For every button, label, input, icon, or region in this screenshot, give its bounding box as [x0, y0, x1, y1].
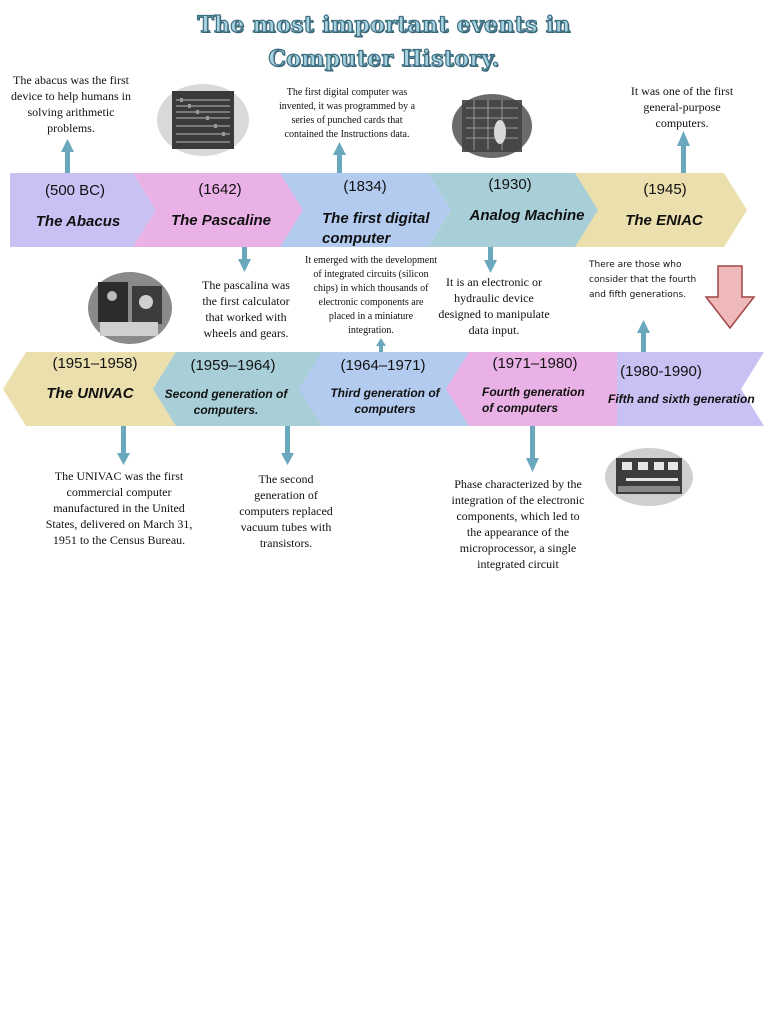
second-gen-desc: The second generation of computers repla…	[239, 472, 333, 550]
analog-name: Analog Machine	[469, 207, 585, 224]
analog-year: (1930)	[488, 176, 532, 193]
univac-name: The UNIVAC	[46, 385, 134, 402]
chevron-second-gen	[149, 352, 322, 426]
pascaline-desc: The pascalina was the first calculator t…	[202, 278, 290, 340]
chevron-fifth-gen	[591, 352, 764, 426]
third-gen-name: Third generation of computers	[320, 385, 450, 417]
analytical-engine-photo	[452, 94, 532, 158]
eniac-name: The ENIAC	[625, 212, 703, 229]
abacus-desc: The abacus was the first device to help …	[11, 73, 131, 135]
computer-lab-photo	[605, 448, 693, 506]
chevron-univac	[3, 352, 176, 426]
abacus-name: The Abacus	[35, 213, 121, 230]
page-title: The most important events in Computer Hi…	[0, 8, 768, 76]
title-line-1: The most important events in	[197, 11, 571, 38]
chevron-analog	[428, 173, 600, 247]
abacus-photo	[157, 84, 249, 156]
fourth-gen-name-line-2: of computers	[482, 401, 559, 415]
pascaline-name: The Pascaline	[170, 212, 272, 229]
fifth-gen-desc: There are those who consider that the fo…	[589, 260, 697, 300]
univac-photo	[88, 272, 172, 344]
analog-desc: It is an electronic or hydraulic device …	[438, 275, 550, 337]
pascaline-year: (1642)	[198, 181, 242, 198]
third-gen-name-line-1: Third generation of	[330, 386, 440, 400]
third-gen-desc: It emerged with the development of integ…	[305, 255, 437, 336]
second-gen-name-line-2: computers.	[193, 403, 259, 417]
down-arrow-icon	[704, 265, 756, 330]
fourth-gen-year: (1971–1980)	[492, 355, 578, 372]
chevron-pascaline	[133, 173, 306, 247]
digital-name-line-2: computer	[322, 230, 391, 247]
third-gen-name-line-2: computers	[354, 402, 416, 416]
chevron-fourth-gen	[443, 352, 617, 426]
fifth-gen-year: (1980-1990)	[620, 363, 702, 380]
third-gen-year: (1964–1971)	[340, 357, 426, 374]
digital-name: The first digital computer	[322, 209, 452, 249]
chevron-eniac	[575, 173, 747, 247]
fourth-gen-name: Fourth generation of computers	[482, 384, 612, 416]
chevron-third-gen	[295, 352, 469, 426]
second-gen-year: (1959–1964)	[190, 357, 276, 374]
digital-year: (1834)	[343, 178, 387, 195]
univac-year: (1951–1958)	[52, 355, 138, 372]
eniac-year: (1945)	[643, 181, 687, 198]
chevron-digital	[280, 173, 451, 247]
fourth-gen-desc: Phase characterized by the integration o…	[451, 477, 585, 571]
univac-desc: The UNIVAC was the first commercial comp…	[45, 469, 193, 547]
digital-desc: The first digital computer was invented,…	[278, 87, 416, 140]
title-line-2: Computer History.	[268, 45, 500, 72]
digital-name-line-1: The first digital	[322, 210, 430, 227]
abacus-year: (500 BC)	[44, 182, 106, 199]
chevron-abacus	[10, 173, 156, 247]
fourth-gen-name-line-1: Fourth generation	[482, 385, 585, 399]
second-gen-name-line-1: Second generation of	[164, 387, 288, 401]
fifth-gen-name: Fifth and sixth generation	[608, 392, 755, 406]
eniac-desc: It was one of the first general-purpose …	[630, 84, 734, 130]
second-gen-name: Second generation of computers.	[160, 386, 292, 418]
